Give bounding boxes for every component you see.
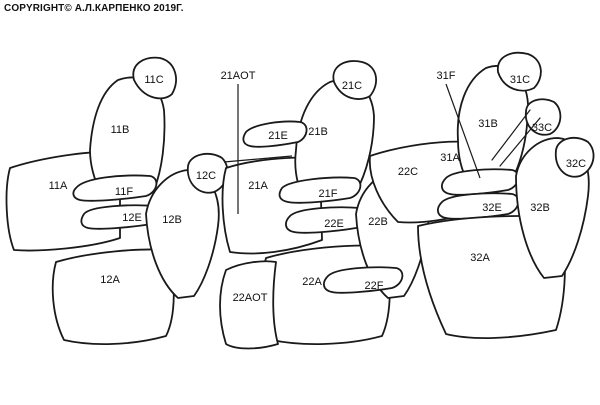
label-31b: 31B: [478, 118, 498, 130]
label-11c: 11C: [144, 74, 163, 86]
armrest-31f: [441, 168, 520, 196]
label-32e: 32E: [482, 202, 502, 214]
seat-cushion-22aot: [219, 260, 279, 350]
label-12e: 12E: [122, 212, 142, 224]
label-31f: 31F: [437, 70, 456, 82]
label-32c: 32C: [566, 158, 586, 170]
armrest-22e: [285, 206, 368, 234]
armrest-22f: [323, 266, 404, 294]
armrest-21e: [242, 120, 308, 148]
label-22c: 22C: [398, 166, 418, 178]
label-32b: 32B: [530, 202, 550, 214]
label-22e: 22E: [324, 218, 344, 230]
headrest-31c: [497, 51, 542, 92]
label-22b: 22B: [368, 216, 388, 228]
label-12b: 12B: [162, 214, 182, 226]
label-21e: 21E: [268, 130, 288, 142]
seat-seam-line: [491, 109, 531, 161]
label-21f: 21F: [319, 188, 338, 200]
armrest-21f: [278, 176, 362, 204]
seat-cushion-12a: [51, 248, 175, 345]
label-11a: 11A: [49, 180, 68, 192]
label-21aot: 21AOT: [221, 70, 256, 82]
headrest-11c: [132, 56, 177, 100]
armrest-11f: [72, 174, 158, 202]
armrest-32e: [437, 192, 520, 220]
leader-31f: [445, 83, 481, 179]
seat-seam-line: [499, 117, 541, 167]
label-22aot: 22AOT: [233, 292, 268, 304]
headrest-33c: [524, 98, 562, 136]
seat-group-3: [368, 51, 595, 339]
label-31a: 31A: [440, 152, 460, 164]
backrest-12b: [145, 169, 220, 299]
label-11b: 11B: [111, 124, 130, 136]
label-11f: 11F: [115, 186, 133, 198]
label-21a: 21A: [248, 180, 268, 192]
label-12c: 12C: [196, 170, 216, 182]
label-31c: 31C: [510, 74, 530, 86]
leader-21aot-branch: [223, 155, 293, 163]
copyright-notice: COPYRIGHT© А.Л.КАРПЕНКО 2019Г.: [4, 3, 184, 14]
label-22a: 22A: [302, 276, 322, 288]
label-21b: 21B: [308, 126, 328, 138]
headrest-32c: [554, 136, 595, 178]
label-21c: 21C: [342, 80, 362, 92]
label-33c: 33C: [532, 122, 552, 134]
seat-group-1: [5, 56, 229, 345]
headrest-21c: [332, 60, 377, 100]
label-22f: 22F: [365, 280, 384, 292]
label-12a: 12A: [100, 274, 120, 286]
label-32a: 32A: [470, 252, 490, 264]
